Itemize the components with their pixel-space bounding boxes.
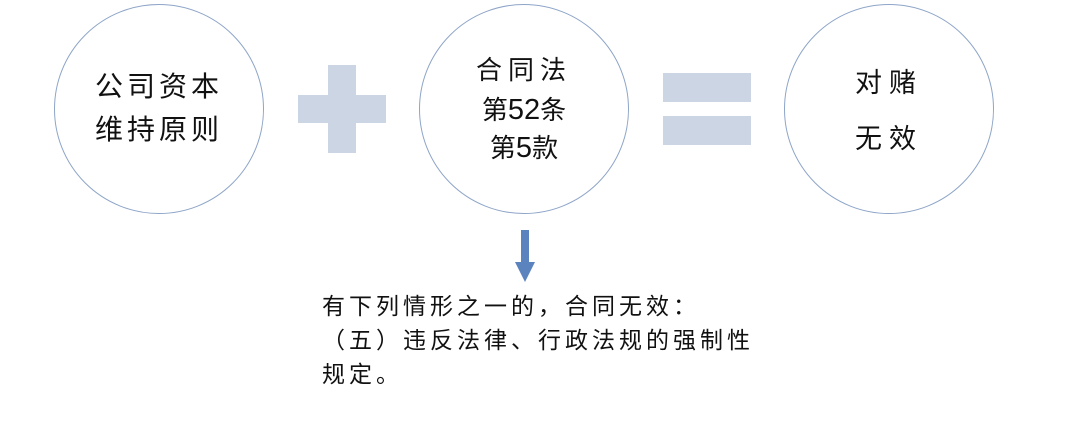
circle-label-line: 合同法: [475, 56, 572, 86]
circle-label-line: 无效: [855, 124, 923, 155]
clause-number: 5: [515, 132, 533, 164]
equals-bottom-bar: [663, 116, 751, 145]
provision-line: 有下列情形之一的，合同无效：: [322, 294, 700, 320]
legal-provision-text: 有下列情形之一的，合同无效： （五）违反法律、行政法规的强制性 规定。: [322, 290, 782, 392]
arrow-down-icon: [515, 230, 535, 282]
article-number: 52: [507, 94, 541, 126]
circle-label-line: 第52条: [420, 91, 628, 130]
provision-line: （五）违反法律、行政法规的强制性: [322, 328, 754, 354]
vam-invalid-circle: 对赌 无效: [784, 4, 994, 214]
circle-label-line: 第5款: [420, 129, 628, 168]
label-prefix: 第: [481, 96, 508, 126]
plus-horizontal-bar: [298, 95, 386, 123]
provision-line: 规定。: [322, 362, 403, 388]
label-suffix: 款: [532, 134, 559, 164]
label-suffix: 条: [540, 96, 567, 126]
circle-label-line: 公司资本: [94, 70, 223, 103]
label-prefix: 第: [489, 134, 516, 164]
equals-top-bar: [663, 73, 751, 102]
circle-label-line: 对赌: [855, 68, 923, 99]
contract-law-circle: 合同法 第52条 第5款: [419, 4, 629, 214]
circle-label-line: 维持原则: [94, 113, 223, 146]
capital-maintenance-circle: 公司资本 维持原则: [54, 4, 264, 214]
